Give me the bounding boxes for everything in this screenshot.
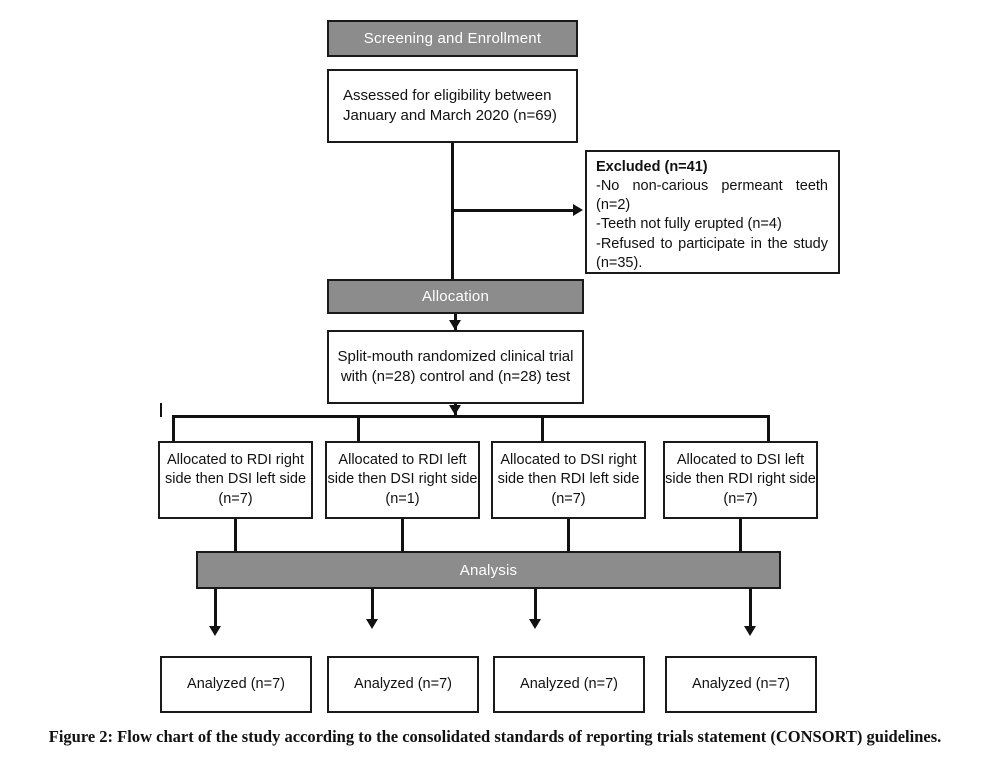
box-excluded-heading: Excluded (n=41): [596, 159, 708, 175]
stray-tick-mark: [160, 403, 162, 417]
branch-drop-0: [172, 415, 175, 441]
box-analyzed-arm-4-text: Analyzed (n=7): [692, 675, 790, 692]
box-excluded-reason-1: -No non-carious permeant teeth (n=2): [596, 178, 828, 214]
connector-analysis-to-analyzed-1: [214, 589, 217, 631]
box-allocation-arm-3-text: Allocated to DSI right side then RDI lef…: [497, 452, 640, 507]
box-excluded-reason-3: -Refused to participate in the study (n=…: [596, 235, 828, 271]
figure-caption: Figure 2: Flow chart of the study accord…: [48, 727, 942, 746]
box-split-mouth-trial-text: Split-mouth randomized clinical trial wi…: [337, 348, 574, 385]
arrowhead-to-splitmouth: [449, 320, 461, 330]
box-allocation-arm-3: Allocated to DSI right side then RDI lef…: [491, 441, 646, 519]
box-allocation-arm-2: Allocated to RDI left side then DSI righ…: [325, 441, 480, 519]
stage-band-screening-label: Screening and Enrollment: [363, 30, 542, 47]
box-assessed-for-eligibility-text: Assessed for eligibility between January…: [343, 87, 557, 124]
arrowhead-analyzed-1: [209, 626, 221, 636]
box-analyzed-arm-1-text: Analyzed (n=7): [187, 675, 285, 692]
connector-arm-2-to-analysis: [401, 519, 404, 551]
box-excluded-reason-2: -Teeth not fully erupted (n=4): [596, 216, 782, 233]
box-allocation-arm-1-text: Allocated to RDI right side then DSI lef…: [164, 452, 307, 507]
arrowhead-analyzed-2: [366, 619, 378, 629]
stage-band-screening: Screening and Enrollment: [327, 20, 578, 57]
arrowhead-analyzed-3: [529, 619, 541, 629]
stage-band-analysis: Analysis: [196, 551, 781, 589]
box-assessed-for-eligibility: Assessed for eligibility between January…: [327, 69, 578, 143]
connector-arm-4-to-analysis: [739, 519, 742, 551]
box-analyzed-arm-4: Analyzed (n=7): [665, 656, 817, 713]
stage-band-allocation: Allocation: [327, 279, 584, 314]
connector-arm-3-to-analysis: [567, 519, 570, 551]
box-allocation-arm-2-text: Allocated to RDI left side then DSI righ…: [327, 452, 478, 507]
connector-analysis-to-analyzed-2: [371, 589, 374, 624]
branch-drop-2: [541, 415, 544, 441]
arrowhead-analyzed-4: [744, 626, 756, 636]
arrowhead-to-excluded: [573, 204, 583, 216]
branch-distribution-bar: [172, 415, 770, 418]
arrowhead-to-branch-bar: [449, 405, 461, 415]
stage-band-allocation-label: Allocation: [421, 288, 490, 305]
box-excluded: Excluded (n=41) -No non-carious permeant…: [585, 150, 840, 274]
box-split-mouth-trial: Split-mouth randomized clinical trial wi…: [327, 330, 584, 404]
branch-drop-1: [357, 415, 360, 441]
box-analyzed-arm-2: Analyzed (n=7): [327, 656, 479, 713]
box-analyzed-arm-2-text: Analyzed (n=7): [354, 675, 452, 692]
box-allocation-arm-4-text: Allocated to DSI left side then RDI righ…: [665, 452, 816, 507]
connector-arm-1-to-analysis: [234, 519, 237, 551]
box-allocation-arm-4: Allocated to DSI left side then RDI righ…: [663, 441, 818, 519]
box-analyzed-arm-3-text: Analyzed (n=7): [520, 675, 618, 692]
box-analyzed-arm-1: Analyzed (n=7): [160, 656, 312, 713]
box-analyzed-arm-3: Analyzed (n=7): [493, 656, 645, 713]
connector-to-excluded: [451, 209, 575, 212]
box-allocation-arm-1: Allocated to RDI right side then DSI lef…: [158, 441, 313, 519]
connector-analysis-to-analyzed-3: [534, 589, 537, 624]
connector-analysis-to-analyzed-4: [749, 589, 752, 631]
branch-drop-3: [767, 415, 770, 441]
stage-band-analysis-label: Analysis: [459, 561, 518, 579]
